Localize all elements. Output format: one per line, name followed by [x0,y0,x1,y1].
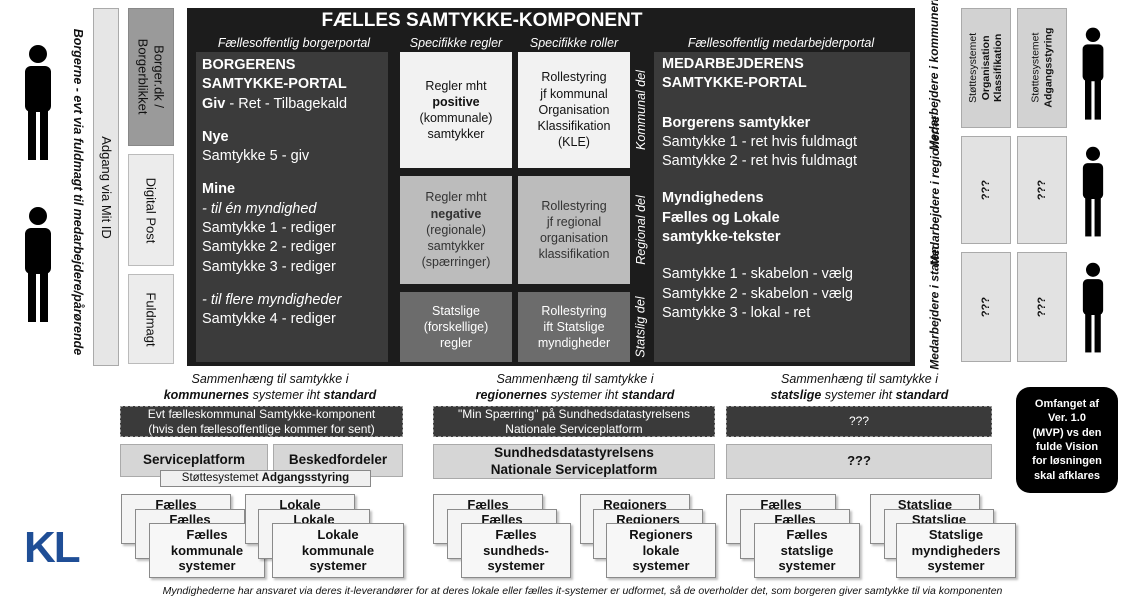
person-icon [1077,146,1109,243]
consent-item[interactable]: Samtykke 1 - rediger [202,219,336,236]
unknown-box: ??? [1017,252,1067,362]
staff-label-staten: Medarbejdere i staten [928,246,942,370]
multi-authority-heading: - til flere myndigheder [202,291,342,308]
channel-digital-post[interactable]: Digital Post [128,154,174,266]
bar-kommunal-component: Evt fælleskommunal Samtykke-komponent(hv… [120,406,403,437]
portal-actions: Giv - Ret - Tilbagekald [202,95,348,112]
bar-statslig: ??? [726,406,992,437]
context-kommunal: Sammenhæng til samtykke i kommunernes sy… [163,372,377,403]
consent-item[interactable]: Samtykke 3 - rediger [202,258,336,275]
unknown-box: ??? [961,252,1011,362]
access-label: Adgang via Mit ID [93,8,119,366]
person-icon [1077,262,1109,359]
staff-label-kommuner: Medarbejdere i kommunerne [927,0,942,151]
context-statslig: Sammenhæng til samtykke i statslige syst… [770,372,949,403]
row-label-kommunal: Kommunal del [634,70,648,150]
row-label-regional: Regional del [634,195,648,265]
person-icon [18,206,58,329]
consent-item[interactable]: Samtykke 2 - rediger [202,239,336,256]
context-regional: Sammenhæng til samtykke i regionernes sy… [475,372,675,403]
unknown-box: ??? [1017,136,1067,244]
column-header-regler: Specifikke regler [409,36,503,50]
person-icon [18,44,58,167]
staff-consent-portal[interactable]: MEDARBEJDERENS SAMTYKKE-PORTAL Borgerens… [654,52,910,362]
single-authority-heading: - til én myndighed [202,200,317,217]
column-header-medarbejderportal: Fællesoffentlig medarbejderportal [687,36,875,50]
bar-regional-min-spaerring: "Min Spærring" på Sundhedsdatastyrelsens… [433,406,715,437]
template-item[interactable]: Samtykke 2 - skabelon - vælg [662,285,853,302]
channel-borgerdk[interactable]: Borger.dk / Borgerblikket [128,8,174,146]
portal-title-line2: SAMTYKKE-PORTAL [202,76,347,93]
mine-heading: Mine [202,181,236,198]
citizens-caption: Borgerne - evt via fuldmagt til medarbej… [71,28,86,356]
support-access-control-bar[interactable]: Støttesystemet Adgangsstyring [160,470,371,487]
template-item[interactable]: Samtykke 1 - skabelon - vælg [662,266,853,283]
kl-logo: KL [24,523,81,572]
citizen-consent-portal[interactable]: BORGERENS SAMTYKKE-PORTAL Giv - Ret - Ti… [196,52,388,362]
new-item[interactable]: Samtykke 5 - giv [202,148,310,165]
channel-fuldmagt[interactable]: Fuldmagt [128,274,174,364]
rules-statslig: Statslige(forskellige)regler [400,292,512,362]
portal-title-line1: BORGERENS [202,57,296,73]
unknown-box: ??? [961,136,1011,244]
column-header-borgerportal: Fællesoffentlig borgerportal [217,36,371,50]
consent-item[interactable]: Samtykke 1 - ret hvis fuldmagt [662,133,858,150]
citizen-consents-heading: Borgerens samtykker [662,114,811,131]
new-heading: Nye [202,128,229,145]
authority-heading-line3: samtykke-tekster [662,228,781,245]
row-label-statslig: Statslig del [634,296,648,358]
component-title: FÆLLES SAMTYKKE-KOMPONENT [321,10,643,31]
footer-note: Myndighederne har ansvaret via deres it-… [162,585,1003,597]
staff-portal-title-line2: SAMTYKKE-PORTAL [662,75,807,92]
authority-heading-line1: Myndighedens [662,190,764,207]
template-item[interactable]: Samtykke 3 - lokal - ret [662,304,811,321]
staff-label-regioner: Medarbejdere i regionerne [928,115,943,267]
staff-portal-title-line1: MEDARBEJDERENS [662,56,804,72]
statslig-platform: ??? [726,444,992,479]
authority-heading-line2: Fælles og Lokale [662,209,780,226]
person-icon [1077,26,1109,127]
consent-item[interactable]: Samtykke 2 - ret hvis fuldmagt [662,153,858,170]
consent-item[interactable]: Samtykke 4 - rediger [202,311,336,328]
column-header-roller: Specifikke roller [529,36,619,50]
